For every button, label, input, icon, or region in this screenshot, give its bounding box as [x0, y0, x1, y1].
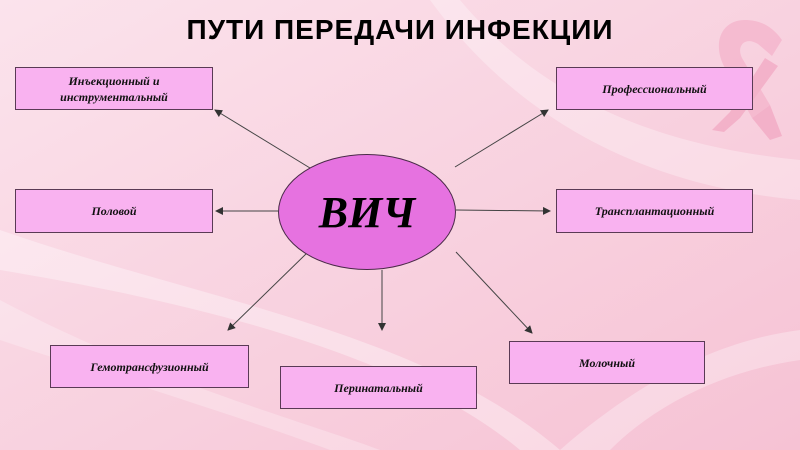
node-hemotransfusion: Гемотрансфузионный: [50, 345, 249, 388]
node-perinatal: Перинатальный: [280, 366, 477, 409]
node-transplant: Трансплантационный: [556, 189, 753, 233]
arrow-to-hemotransfusion: [228, 252, 308, 330]
node-sexual: Половой: [15, 189, 213, 233]
arrow-to-professional: [455, 110, 548, 167]
center-ellipse-hiv: ВИЧ: [278, 154, 456, 270]
node-milk: Молочный: [509, 341, 705, 384]
arrow-to-transplant: [456, 210, 550, 211]
arrow-to-milk: [456, 252, 532, 333]
arrow-to-injection: [215, 110, 310, 168]
node-injection: Инъекционный и инструментальный: [15, 67, 213, 110]
node-professional: Профессиональный: [556, 67, 753, 110]
